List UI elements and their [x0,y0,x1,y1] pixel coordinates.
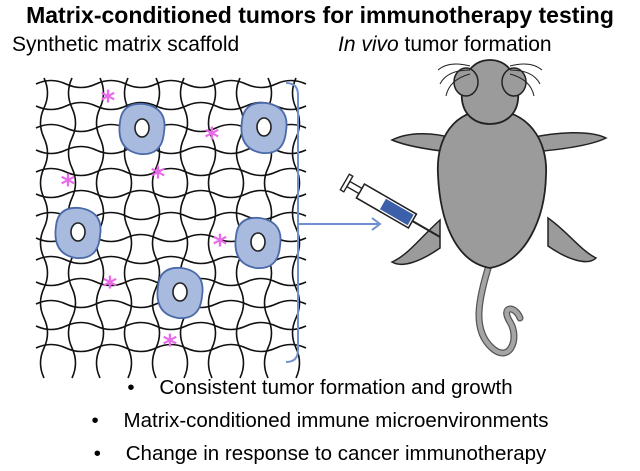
tumor-cell [234,216,282,269]
asterisk-icon: * [101,84,116,117]
asterisk-icon: * [61,168,76,201]
mouse-right-front-leg [529,131,608,153]
matrix-asterisks: * * * * * * * [61,84,228,361]
tumor-cell [54,206,102,259]
bullet-dot: • [127,376,135,399]
injection-arrow [298,217,382,231]
matrix-fiber [35,79,307,89]
cell-nucleus [134,118,150,138]
mouse-right-ear [501,67,527,97]
key-point: •Change in response to cancer immunother… [0,437,640,470]
asterisk-icon: * [205,121,220,154]
matrix-fiber [39,77,49,379]
matrix-fiber [207,77,217,379]
in-vivo-italic: In vivo [338,33,399,56]
mouse-left-hind-leg [390,218,441,266]
scaffold-heading: Synthetic matrix scaffold [12,33,240,56]
matrix-fiber [35,321,307,331]
asterisk-icon: * [103,270,118,303]
matrix-fiber [35,343,307,353]
mouse-left-ear [453,67,479,97]
tumor-cell [156,266,204,319]
asterisk-icon: * [163,328,178,361]
mouse-whiskers [437,63,543,97]
syringe-icon [339,173,441,238]
asterisk-icon: * [151,160,166,193]
cell-nucleus [256,117,272,137]
scaffold-bracket [285,82,299,363]
cell-nucleus [172,282,188,302]
figure-title: Matrix-conditioned tumors for immunother… [26,2,614,28]
cell-nucleus [250,232,266,252]
matrix-fiber [179,77,189,379]
tumor-cell [240,101,288,154]
mouse-illustration [390,59,608,357]
bullet-dot: • [93,442,101,465]
key-point: •Matrix-conditioned immune microenvironm… [0,404,640,437]
mouse-right-hind-leg [547,216,598,263]
mouse-body [437,109,547,269]
tumor-cell [118,102,166,155]
asterisk-icon: * [213,228,228,261]
matrix-fiber [35,167,307,177]
bullet-dot: • [91,409,99,432]
cell-nucleus [70,222,86,242]
key-points-list: •Consistent tumor formation and growth •… [0,371,640,470]
in-vivo-heading: In vivo tumor formation [338,33,552,57]
tumor-cells [54,101,288,319]
matrix-fiber [35,189,307,199]
key-point: •Consistent tumor formation and growth [0,371,640,404]
in-vivo-rest: tumor formation [398,33,552,56]
